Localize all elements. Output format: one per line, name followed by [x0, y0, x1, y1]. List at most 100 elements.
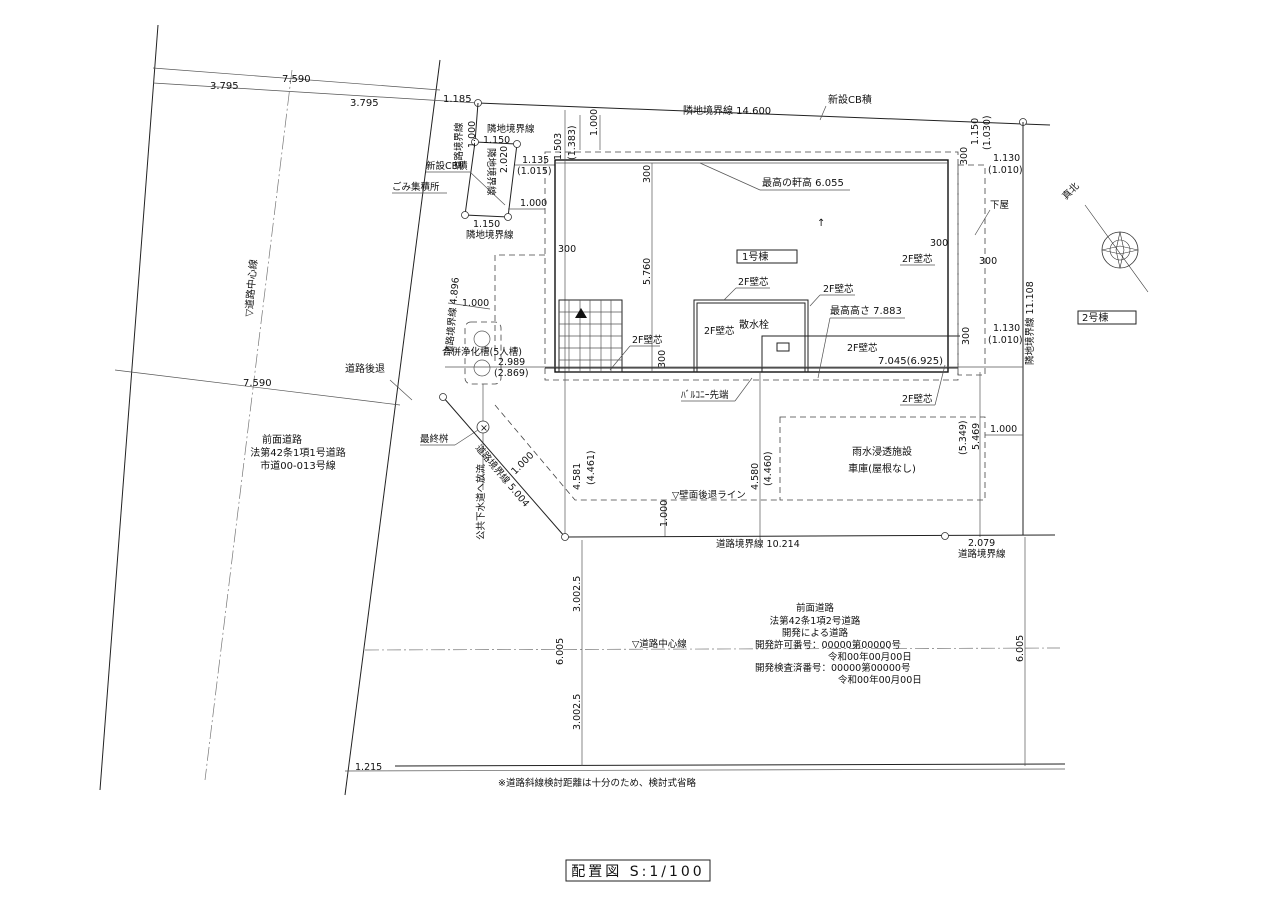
boundary-marker: [461, 211, 469, 219]
dim-line: [152, 82, 479, 104]
building-1-label-box: [736, 249, 798, 264]
dim: 3.795: [210, 81, 239, 92]
leader: [817, 317, 831, 379]
dim: 7.590: [282, 74, 311, 85]
wall-label: 2F壁芯: [738, 276, 769, 288]
road-centerline-label: ▽道路中心線: [242, 259, 260, 318]
dim: 1.150: [473, 219, 500, 230]
leader: [974, 209, 991, 236]
setback-line-label: ▽壁面後退ライン: [672, 489, 746, 501]
dim: (4.460): [763, 451, 774, 486]
dim: 1.135: [522, 155, 549, 166]
wall-label: 2F壁芯: [902, 253, 933, 265]
rain-facility-label: 雨水浸透施設: [852, 445, 912, 458]
dim: 3.002.5: [572, 576, 583, 612]
boundary-label: 隣地境界線: [466, 229, 514, 241]
dim: 300: [558, 244, 576, 255]
boundary-label: 隣地境界線: [487, 123, 535, 135]
front-road-label: 市道00-013号線: [260, 459, 335, 472]
basin-x-icon: ×: [480, 423, 488, 434]
drawing-note: ※道路斜線検討距離は十分のため、検討式省略: [498, 777, 696, 789]
dim: 1.130: [993, 323, 1020, 334]
garbage-label: ごみ集積所: [392, 181, 440, 193]
dim: 3.002.5: [572, 694, 583, 730]
boundary-label: 道路境界線: [958, 548, 1006, 560]
boundary-marker: [561, 533, 569, 541]
dim: 1.130: [993, 153, 1020, 164]
inspection-number: 開発検査済番号：00000第00000号: [755, 662, 910, 674]
stair-up-arrow-icon: [575, 308, 587, 318]
dim: 1.000: [589, 109, 600, 136]
front-road-label: 法第42条1項2号道路: [770, 615, 861, 627]
dim: 2.989: [498, 357, 525, 368]
2f-wall: [761, 335, 960, 372]
septic-pipe-dashed: [494, 254, 545, 365]
front-road-label: 前面道路: [262, 433, 302, 446]
north-boundary: [477, 102, 1051, 126]
septic-manhole: [473, 359, 491, 377]
leader: [723, 287, 737, 301]
dim: 1.150: [970, 118, 981, 145]
dim: 1.215: [355, 762, 382, 773]
eave-height-label: 最高の軒高 6.055: [762, 176, 844, 189]
balcony-label: ﾊﾞﾙｺﾆｰ先端: [681, 389, 729, 401]
sprinkler-box: [776, 342, 790, 352]
dim: 2.020: [499, 146, 510, 173]
dim-line: [114, 369, 401, 406]
wall-label: 2F壁芯: [847, 342, 878, 354]
dim: 1.000: [462, 298, 489, 309]
dim: 6.005: [1015, 635, 1026, 662]
dim: 4.581: [572, 463, 583, 490]
dim: (1.010): [988, 335, 1023, 346]
lower-roof-outline: [957, 164, 986, 376]
road-centerline-label: ▽道路中心線: [632, 638, 687, 650]
dim: (2.869): [494, 368, 529, 379]
road-edge-left: [99, 24, 159, 791]
sprinkler-label: 散水栓: [739, 318, 769, 331]
boundary-label: 道路境界線: [453, 122, 465, 170]
building-2-label: 2号棟: [1082, 311, 1108, 324]
leader: [934, 364, 946, 406]
dim: 300: [642, 165, 653, 183]
leader: [609, 345, 631, 371]
building-1-outline: [554, 159, 949, 373]
boundary-label: 隣地境界線: [485, 148, 497, 196]
dim: 300: [979, 256, 997, 267]
leader: [469, 171, 506, 206]
arrow-up-icon: ↑: [817, 218, 825, 229]
leader: [454, 429, 479, 446]
dim: 1.000: [520, 198, 547, 209]
dim: 1.000: [659, 500, 670, 527]
dim: (1.383): [567, 125, 578, 160]
dim: (1.015): [517, 166, 552, 177]
dim: 1.185: [443, 94, 472, 105]
wall-label: 2F壁芯: [823, 283, 854, 295]
building-1-label: 1号棟: [742, 250, 768, 263]
boundary-marker: [504, 213, 512, 221]
wall-label: 2F壁芯: [902, 393, 933, 405]
wall-setback-line: [494, 404, 780, 501]
front-road-label: 法第42条1項1号道路: [250, 446, 345, 459]
cb-label: 新設CB積: [828, 93, 872, 106]
leader: [699, 162, 761, 191]
south-boundary: [564, 534, 1056, 538]
dim: 4.580: [750, 463, 761, 490]
drawing-title: 配置図 S:1/100: [571, 864, 704, 880]
front-road-label: 前面道路: [796, 602, 835, 614]
dim: 5.760: [642, 258, 653, 285]
dim-line: [447, 302, 491, 310]
boundary-marker: [471, 138, 479, 146]
north-label: 真北: [1060, 180, 1082, 202]
boundary-marker: [941, 532, 949, 540]
boundary-line: [474, 102, 479, 143]
dim: 300: [657, 350, 668, 368]
boundary-marker: [513, 140, 521, 148]
dim: (4.461): [586, 450, 597, 485]
dim: 2.079: [968, 538, 995, 549]
permit-number: 開発許可番号：00000第00000号: [755, 639, 901, 651]
dim: 7.590: [243, 378, 272, 389]
dim: 1.000: [990, 424, 1017, 435]
road-edge-bottom: [394, 763, 1066, 767]
2f-wall-inner: [696, 302, 806, 372]
